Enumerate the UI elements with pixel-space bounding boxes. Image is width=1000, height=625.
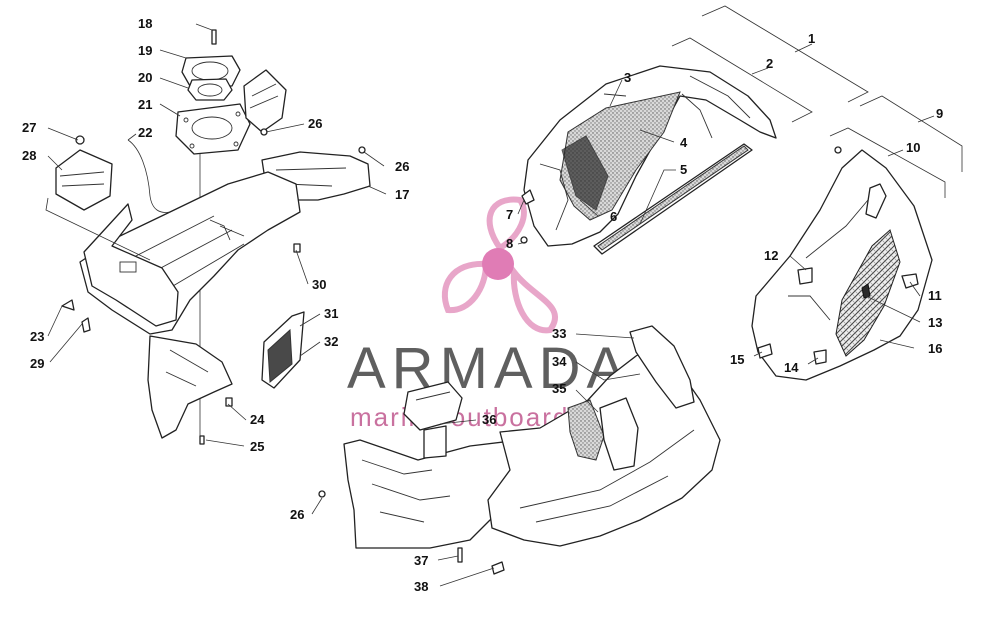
watermark-title: ARMADA (347, 336, 631, 401)
nose-cover (751, 149, 933, 381)
side-panel-34 (629, 325, 695, 409)
badge-12 (797, 267, 813, 285)
callout-20: 20 (138, 70, 152, 85)
callout-31: 31 (324, 306, 338, 321)
group-bracket-2 (671, 37, 813, 123)
propeller-icon (441, 196, 559, 334)
front-hood-assembly (520, 65, 777, 255)
group-bracket-10 (829, 127, 946, 198)
upper-console-panel (243, 69, 287, 133)
callout-38: 38 (414, 579, 428, 594)
grille-6 (561, 135, 609, 211)
callout-labels: 1 2 3 4 5 6 7 8 9 10 11 12 13 14 15 16 1… (22, 16, 943, 594)
left-console-assembly (55, 29, 371, 445)
callout-36: 36 (482, 412, 496, 427)
leader-lines (45, 23, 921, 587)
vent-11 (865, 183, 887, 219)
callout-21: 21 (138, 97, 152, 112)
group-bracket-1 (701, 5, 869, 103)
callout-7: 7 (506, 207, 513, 222)
callout-13: 13 (928, 315, 942, 330)
callout-27: 27 (22, 120, 36, 135)
gauge-ring-20 (187, 78, 233, 101)
callout-11: 11 (928, 288, 942, 303)
callout-14: 14 (784, 360, 799, 375)
nose-cover-assembly (751, 146, 933, 381)
callout-32: 32 (324, 334, 338, 349)
module-28 (55, 149, 113, 211)
callout-30: 30 (312, 277, 326, 292)
callout-6: 6 (610, 209, 617, 224)
console-box-36 (403, 381, 463, 431)
callout-3: 3 (624, 70, 631, 85)
callout-28: 28 (22, 148, 36, 163)
callout-12: 12 (764, 248, 778, 263)
lower-hull-33 (487, 343, 721, 547)
group-bracket-9 (859, 95, 963, 172)
callout-22: 22 (138, 125, 152, 140)
gauge-plate-21 (175, 103, 251, 155)
lower-body-assembly (318, 325, 721, 575)
callout-18: 18 (138, 16, 152, 31)
left-lower-shroud (83, 203, 179, 327)
callout-2: 2 (766, 56, 773, 71)
pocket-35 (599, 397, 639, 471)
callout-9: 9 (936, 106, 943, 121)
left-skirt (147, 335, 233, 439)
callout-1: 1 (808, 31, 815, 46)
callout-26-upper: 26 (308, 116, 322, 131)
mesh-panel-35 (567, 399, 605, 461)
callout-19: 19 (138, 43, 152, 58)
callout-29: 29 (30, 356, 44, 371)
callout-16: 16 (928, 341, 942, 356)
callout-35: 35 (552, 381, 566, 396)
badge-15 (757, 343, 773, 359)
callout-15: 15 (730, 352, 744, 367)
callout-25: 25 (250, 439, 264, 454)
callout-10: 10 (906, 140, 920, 155)
callout-17: 17 (395, 187, 409, 202)
nut-27 (75, 135, 85, 145)
callout-24: 24 (250, 412, 265, 427)
callout-26-arm: 26 (395, 159, 409, 174)
badge-11 (901, 273, 919, 289)
callout-34: 34 (552, 354, 567, 369)
badge-14 (813, 349, 827, 365)
callout-26-lower: 26 (290, 507, 304, 522)
callout-37: 37 (414, 553, 428, 568)
callout-33: 33 (552, 326, 566, 341)
callout-4: 4 (680, 135, 688, 150)
callout-8: 8 (506, 236, 513, 251)
callout-23: 23 (30, 329, 44, 344)
emblem-13 (861, 283, 871, 299)
callout-5: 5 (680, 162, 687, 177)
